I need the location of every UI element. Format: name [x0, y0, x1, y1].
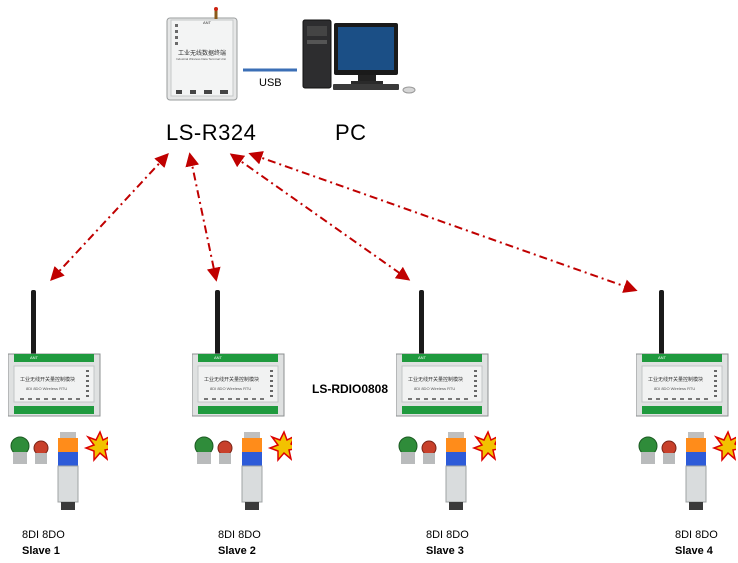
antenna-icon [215, 290, 220, 358]
terminal-block-top [402, 354, 482, 362]
tower-light-icon [445, 432, 467, 510]
gateway-panel-subtext: Industrial Wireless Data Terminal Unit [176, 57, 226, 61]
pc-label: PC [335, 120, 367, 145]
alarm-burst-icon [83, 430, 117, 463]
slave-panel-subtext: 8DI 8DO Wireless RTU [26, 386, 68, 391]
link-slave-1 [50, 152, 169, 282]
slave-1-name: Slave 1 [22, 545, 60, 557]
gateway-label: LS-R324 [166, 120, 257, 145]
usb-label: USB [259, 77, 282, 89]
red-button-icon [661, 440, 677, 464]
front-panel [13, 365, 95, 403]
antenna-icon [31, 290, 36, 358]
terminal-block-bottom [402, 406, 482, 414]
link-slave-4 [248, 151, 638, 293]
link-slave-3 [229, 153, 411, 281]
terminal-block-bottom [14, 406, 94, 414]
pc-computer [296, 18, 422, 94]
tower-light-icon [685, 432, 707, 510]
slave-module-4: ANT 工业无线开关量控制模块 8DI 8DO Wireless RTU [635, 288, 738, 518]
alarm-burst-icon [711, 430, 738, 463]
slave-3-name: Slave 3 [426, 545, 464, 557]
slave-module-image [395, 290, 505, 510]
gateway-panel-text: 工业无线数据终端 [178, 51, 227, 57]
red-button-icon [33, 440, 49, 464]
slave-panel-text: 工业无线开关量控制模块 [408, 377, 464, 383]
slave-panel-subtext: 8DI 8DO Wireless RTU [210, 386, 252, 391]
slave-2-io: 8DI 8DO [218, 529, 261, 541]
front-panel [641, 365, 723, 403]
slave-panel-subtext: 8DI 8DO Wireless RTU [654, 386, 696, 391]
slave-panel-text: 工业无线开关量控制模块 [20, 377, 76, 383]
slave-4-io: 8DI 8DO [675, 529, 718, 541]
terminal-block-top [14, 354, 94, 362]
slave-1-io: 8DI 8DO [22, 529, 65, 541]
antenna-icon [659, 290, 664, 358]
slave-module-image [635, 290, 738, 510]
slave-4-name: Slave 4 [675, 545, 713, 557]
red-button-icon [217, 440, 233, 464]
tower-light-icon [57, 432, 79, 510]
tower-light-icon [241, 432, 263, 510]
slave-2-name: Slave 2 [218, 545, 256, 557]
slave-panel-text: 工业无线开关量控制模块 [204, 377, 260, 383]
terminal-block-bottom [198, 406, 278, 414]
pc-computer-image [302, 19, 416, 94]
green-button-icon [10, 436, 30, 464]
red-button-icon [421, 440, 437, 464]
antenna-icon [419, 290, 424, 358]
alarm-burst-icon [471, 430, 505, 463]
slave-ant-text: ANT [658, 355, 666, 360]
module-model-label: LS-RDIO0808 [312, 382, 389, 396]
slave-panel-subtext: 8DI 8DO Wireless RTU [414, 386, 456, 391]
green-button-icon [194, 436, 214, 464]
terminal-block-bottom [642, 406, 722, 414]
front-panel [197, 365, 279, 403]
slave-ant-text: ANT [418, 355, 426, 360]
terminal-block-top [642, 354, 722, 362]
slave-module-1: ANT 工业无线开关量控制模块 8DI 8DO Wireless RTU [7, 288, 117, 518]
green-button-icon [398, 436, 418, 464]
slave-3-io: 8DI 8DO [426, 529, 469, 541]
gateway-device: ANT 工业无线数据终端 Industrial Wireless Data Te… [166, 6, 244, 102]
gateway-ant-text: ANT [203, 20, 211, 25]
slave-module-3: ANT 工业无线开关量控制模块 8DI 8DO Wireless RTU [395, 288, 505, 518]
slave-module-image [7, 290, 117, 510]
slave-module-2: ANT 工业无线开关量控制模块 8DI 8DO Wireless RTU [191, 288, 301, 518]
alarm-burst-icon [267, 430, 301, 463]
slave-ant-text: ANT [30, 355, 38, 360]
front-panel [401, 365, 483, 403]
slave-module-image [191, 290, 301, 510]
link-slave-2 [185, 152, 221, 282]
gateway-device-image [166, 7, 238, 101]
slave-panel-text: 工业无线开关量控制模块 [648, 377, 704, 383]
terminal-block-top [198, 354, 278, 362]
green-button-icon [638, 436, 658, 464]
slave-ant-text: ANT [214, 355, 222, 360]
